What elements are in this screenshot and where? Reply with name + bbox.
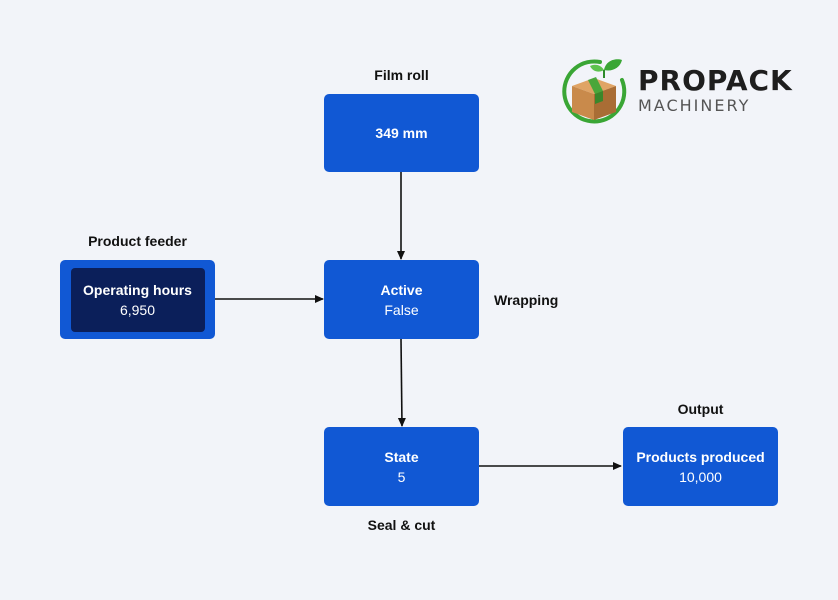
product-feeder-value: 6,950 — [119, 301, 156, 318]
wrapping-value: False — [384, 301, 419, 318]
wrapping-title: Active — [380, 281, 423, 298]
output-value: 10,000 — [679, 468, 722, 485]
output-node[interactable]: Products produced 10,000 — [623, 427, 778, 506]
product-feeder-inner: Operating hours 6,950 — [70, 267, 205, 332]
product-feeder-node[interactable]: Operating hours 6,950 — [60, 260, 215, 339]
seal-cut-caption: Seal & cut — [367, 517, 436, 533]
box-leaf-icon — [562, 59, 627, 124]
edge-wrapping-to-seal — [397, 338, 406, 427]
logo-name: PROPACK — [638, 64, 793, 97]
wrapping-caption: Wrapping — [494, 292, 559, 308]
film-roll-caption: Film roll — [374, 67, 429, 83]
product-feeder-title: Operating hours — [83, 281, 192, 298]
logo-subtitle: MACHINERY — [638, 96, 751, 115]
product-feeder-caption: Product feeder — [88, 233, 187, 249]
propack-logo: PROPACK MACHINERY — [560, 56, 800, 126]
output-title: Products produced — [636, 448, 765, 465]
seal-cut-title: State — [384, 448, 419, 465]
film-roll-value: 349 mm — [375, 125, 428, 141]
film-roll-node[interactable]: 349 mm — [324, 94, 479, 172]
seal-cut-node[interactable]: State 5 — [324, 427, 479, 506]
output-caption: Output — [677, 401, 724, 417]
seal-cut-value: 5 — [397, 468, 406, 485]
wrapping-node[interactable]: Active False — [324, 260, 479, 339]
